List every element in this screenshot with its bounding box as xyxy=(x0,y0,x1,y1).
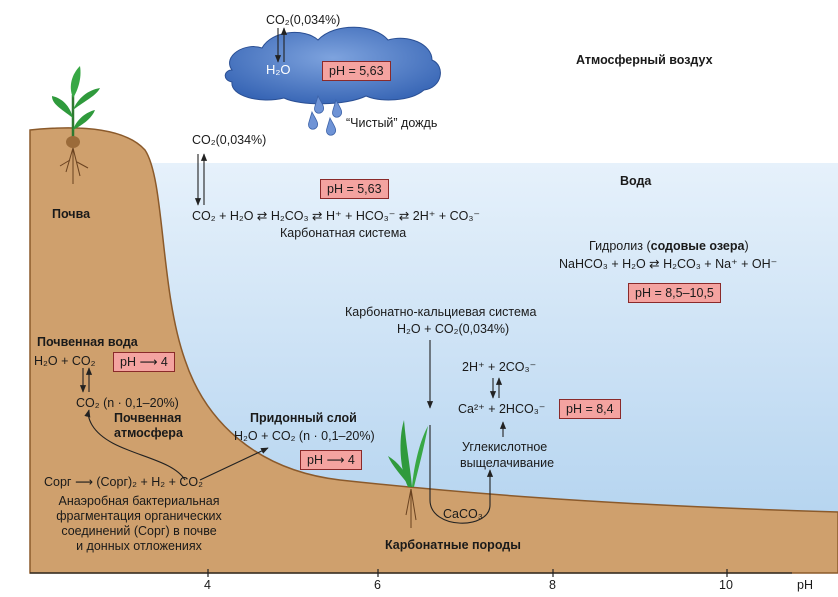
axis-tick-8: 8 xyxy=(549,578,556,592)
cloud-co2-label: CO₂(0,034%) xyxy=(266,13,341,27)
carbonate-ph-badge: pH = 5,63 xyxy=(320,179,389,199)
zone-atmosphere: Атмосферный воздух xyxy=(576,53,713,67)
anaerobic-equation: Cорг ⟶ (Cорг)₂ + H₂ + CO₂ xyxy=(44,475,203,489)
anaerobic-line-1: Анаэробная бактериальная xyxy=(58,494,220,508)
calcium-top: 2H⁺ + 2CO₃⁻ xyxy=(462,360,537,374)
rain-label: “Чистый” дождь xyxy=(346,116,438,130)
bottom-layer-title: Придонный слой xyxy=(250,411,357,425)
soil-atmosphere-2: атмосфера xyxy=(114,426,183,440)
cloud-h2o-label: H₂O xyxy=(266,62,291,77)
calcium-ph-badge: pH = 8,4 xyxy=(559,399,621,419)
axis-unit: pH xyxy=(797,578,813,592)
anaerobic-line-3: соединений (Cорг) в почве xyxy=(61,524,217,538)
anaerobic-line-4: и донных отложениях xyxy=(76,539,202,553)
bottom-layer-ph-badge: pH ⟶ 4 xyxy=(300,450,362,470)
zone-soil: Почва xyxy=(52,207,91,221)
rain-drops xyxy=(308,94,343,136)
carbonate-equation: CO₂ + H₂O ⇄ H₂CO₃ ⇄ H⁺ + HCO₃⁻ ⇄ 2H⁺ + C… xyxy=(192,209,481,223)
water-plant xyxy=(388,420,428,528)
hydrolysis-ph-badge: pH = 8,5–10,5 xyxy=(628,283,721,303)
axis-tick-4: 4 xyxy=(204,578,211,592)
calcium-title: Карбонатно-кальциевая система xyxy=(345,305,537,319)
hydrolysis-equation: NaHCO₃ + H₂O ⇄ H₂CO₃ + Na⁺ + OH⁻ xyxy=(559,257,778,271)
soil-water-title: Почвенная вода xyxy=(37,335,138,349)
caco3-label: CaCO₃ xyxy=(443,507,483,521)
hydrolysis-title: Гидролиз (содовые озера) xyxy=(589,239,749,253)
calcium-input: H₂O + CO₂(0,034%) xyxy=(397,322,510,336)
anaerobic-line-2: фрагментация органических xyxy=(56,509,222,523)
cloud-ph-badge: pH = 5,63 xyxy=(322,61,391,81)
bottom-layer-equation: H₂O + CO₂ (n · 0,1–20%) xyxy=(234,429,375,443)
zone-water: Вода xyxy=(620,174,652,188)
leaching-line-2: выщелачивание xyxy=(460,456,555,470)
soil-co2-line: CO₂ (n · 0,1–20%) xyxy=(76,396,179,410)
hill-plant xyxy=(52,66,100,184)
ph-axis xyxy=(30,569,792,577)
zone-rocks: Карбонатные породы xyxy=(385,538,521,552)
axis-tick-6: 6 xyxy=(374,578,381,592)
soil-region xyxy=(29,127,838,574)
leaching-line-1: Углекислотное xyxy=(462,440,548,454)
calcium-middle: Ca²⁺ + 2HCO₃⁻ xyxy=(458,402,546,416)
carbonate-co2-label: CO₂(0,034%) xyxy=(192,133,267,147)
carbonate-caption: Карбонатная система xyxy=(280,226,407,240)
soil-atmosphere-1: Почвенная xyxy=(114,411,182,425)
soil-water-ph-badge: pH ⟶ 4 xyxy=(113,352,175,372)
axis-tick-10: 10 xyxy=(719,578,733,592)
soil-water-equation: H₂O + CO₂ xyxy=(34,354,96,368)
